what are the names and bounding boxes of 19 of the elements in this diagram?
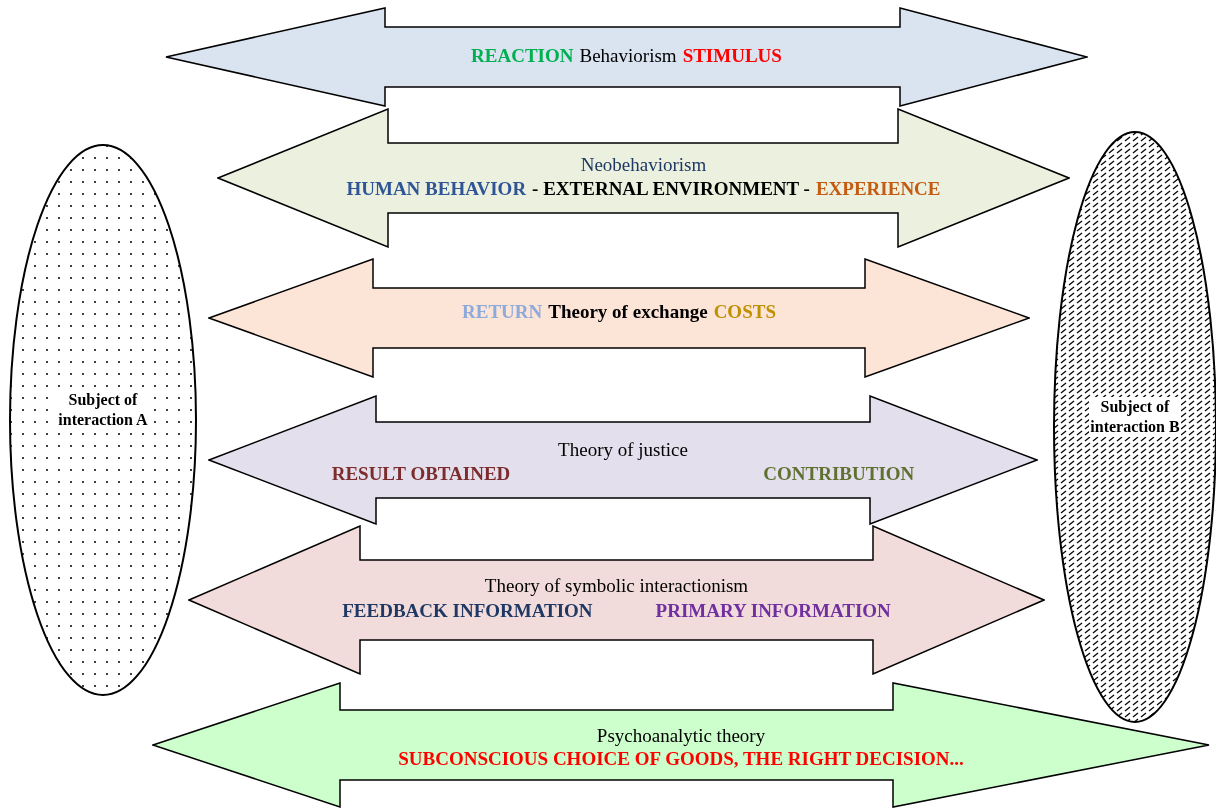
concept-label: Theory of justice xyxy=(558,439,688,460)
theory-title: HUMAN BEHAVIOR xyxy=(346,178,527,199)
theory-title: EXPERIENCE xyxy=(815,178,941,199)
concept-label: Psychoanalytic theory xyxy=(596,725,766,746)
theory-title: Theory of exchange xyxy=(548,301,708,322)
subject-label: Subject of interaction B xyxy=(1089,397,1181,437)
theory-title: COSTS xyxy=(713,301,776,322)
theory-title: - EXTERNAL ENVIRONMENT - xyxy=(532,178,810,199)
concept-label: Behaviorism xyxy=(579,45,677,66)
theory-title: RETURN xyxy=(462,301,543,322)
concept-label: Theory of symbolic interactionism xyxy=(484,575,749,596)
theory-title: SUBCONSCIOUS CHOICE OF GOODS, THE RIGHT DECISION... xyxy=(398,748,964,769)
theory-title: PRIMARY INFORMATION xyxy=(655,600,891,621)
theory-title: CONTRIBUTION xyxy=(763,463,915,484)
theory-title: STIMULUS xyxy=(682,45,782,66)
theory-title: REACTION xyxy=(471,45,574,66)
concept-label: Neobehaviorism xyxy=(580,154,707,175)
theory-title: RESULT OBTAINED xyxy=(331,463,511,484)
theory-title: FEEDBACK INFORMATION xyxy=(342,600,593,621)
